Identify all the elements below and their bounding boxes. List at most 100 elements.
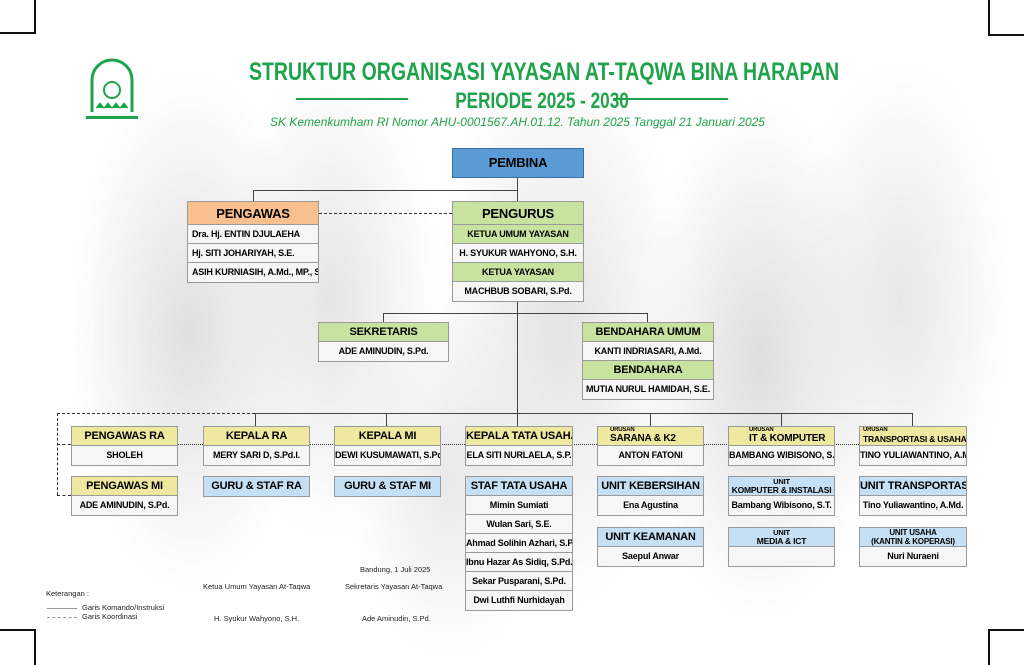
connector xyxy=(912,413,913,426)
connector xyxy=(255,413,913,414)
place-date: Bandung, 1 Juli 2025 xyxy=(360,565,431,574)
signatory-name: H. Syukur Wahyono, S.H. xyxy=(214,614,300,623)
person-name: Bambang Wibisono, S.T. xyxy=(731,500,832,510)
pengawas-box: PENGAWAS Dra. Hj. ENTIN DJULAEHA Hj. SIT… xyxy=(187,201,319,283)
person-name: ELA SITI NURLAELA, S.P. xyxy=(466,450,572,460)
person-name: ANTON FATONI xyxy=(618,450,683,460)
role-label: TRANSPORTASI & USAHA xyxy=(863,434,966,444)
corner-mark xyxy=(988,629,1024,665)
role-label: KETUA YAYASAN xyxy=(453,263,583,282)
connector xyxy=(255,413,256,426)
person-name: MACHBUB SOBARI, S.Pd. xyxy=(464,286,572,296)
staf-tata-usaha-box: STAF TATA USAHA Mimin Sumiati Wulan Sari… xyxy=(465,476,573,611)
person-name: Wulan Sari, S.E. xyxy=(466,515,572,534)
page-title: STRUKTUR ORGANISASI YAYASAN AT-TAQWA BIN… xyxy=(248,58,840,86)
pengurus-title: PENGURUS xyxy=(453,202,583,225)
legend-solid-line xyxy=(47,608,77,609)
signatory-title: Sekretaris Yayasan At-Taqwa xyxy=(345,582,443,591)
person-name: Sekar Pusparani, S.Pd. xyxy=(466,572,572,591)
person-name: Mimin Sumiati xyxy=(466,496,572,515)
title-rule xyxy=(296,98,408,100)
bendahara-box: BENDAHARA UMUM KANTI INDRIASARI, A.Md. B… xyxy=(582,322,714,400)
connector xyxy=(647,313,648,322)
sekretaris-box: SEKRETARIS ADE AMINUDIN, S.Pd. xyxy=(318,322,449,362)
role-prefix: UNIT xyxy=(773,528,790,537)
role-label: SEKRETARIS xyxy=(319,323,448,342)
person-name: Ibnu Hazar As Sidiq, S.Pd. xyxy=(466,553,572,572)
corner-mark xyxy=(988,0,1024,36)
foundation-logo xyxy=(86,58,138,119)
pengurus-box: PENGURUS KETUA UMUM YAYASAN H. SYUKUR WA… xyxy=(452,201,584,302)
person-name: Dwi Luthfi Nurhidayah xyxy=(473,595,565,605)
person-name: ADE AMINUDIN, S.Pd. xyxy=(338,346,429,356)
role-label: PENGAWAS MI xyxy=(72,477,177,496)
person-name: ADE AMINUDIN, S.Pd. xyxy=(79,500,170,510)
role-label: KEPALA MI xyxy=(335,427,440,446)
person-name: DEWI KUSUMAWATI, S.Pd. xyxy=(335,450,440,460)
person-name: TINO YULIAWANTINO, A.Md. xyxy=(860,450,966,460)
connector xyxy=(253,190,254,201)
empty-name xyxy=(729,547,834,566)
pembina-title: PEMBINA xyxy=(453,149,583,177)
role-prefix: URUSAN xyxy=(749,427,774,433)
person-name: H. SYUKUR WAHYONO, S.H. xyxy=(453,244,583,263)
connector xyxy=(517,177,518,201)
role-prefix: URUSAN xyxy=(610,427,635,433)
role-label: PENGAWAS RA xyxy=(72,427,177,446)
role-label: MEDIA & ICT xyxy=(756,536,807,546)
role-label: UNIT KEBERSIHAN xyxy=(598,477,703,496)
decree-text: SK Kemenkumham RI Nomor AHU-0001567.AH.0… xyxy=(270,115,765,129)
guru-staf-ra-box: GURU & STAF RA xyxy=(203,476,310,497)
coordination-line xyxy=(57,413,58,495)
role-label: GURU & STAF RA xyxy=(204,477,309,496)
unit-usaha-box: UNIT USAHA(KANTIN & KOPERASI) Nuri Nurae… xyxy=(859,527,967,567)
role-label: BENDAHARA xyxy=(583,361,713,380)
coordination-line xyxy=(319,213,452,214)
pengawas-member: Dra. Hj. ENTIN DJULAEHA xyxy=(188,225,318,244)
tata-usaha-box: KEPALA TATA USAHA ELA SITI NURLAELA, S.P… xyxy=(465,426,573,466)
person-name: MERY SARI D, S.Pd.I. xyxy=(212,450,300,460)
role-label: BENDAHARA UMUM xyxy=(583,323,713,342)
pengawas-member: ASIH KURNIASIH, A.Md., MP., S.E. xyxy=(192,267,318,277)
role-label: KEPALA TATA USAHA xyxy=(466,427,572,446)
pengawas-title: PENGAWAS xyxy=(188,202,318,225)
unit-kebersihan-box: UNIT KEBERSIHAN Ena Agustina xyxy=(597,476,704,516)
legend-solid-label: Garis Komando/Instruksi xyxy=(82,603,165,612)
role-label: IT & KOMPUTER xyxy=(749,433,826,444)
connector xyxy=(383,313,384,322)
role-prefix: UNIT xyxy=(773,477,790,486)
kepala-mi-box: KEPALA MI DEWI KUSUMAWATI, S.Pd. xyxy=(334,426,441,466)
corner-mark xyxy=(0,629,36,665)
guru-staf-mi-box: GURU & STAF MI xyxy=(334,476,441,497)
person-name: Ena Agustina xyxy=(623,500,678,510)
person-name: Tino Yuliawantino, A.Md. xyxy=(862,500,964,510)
person-name: MUTIA NURUL HAMIDAH, S.E. xyxy=(586,384,710,394)
person-name: Nuri Nuraeni xyxy=(887,551,939,561)
unit-transportasi-box: UNIT TRANSPORTASI Tino Yuliawantino, A.M… xyxy=(859,476,967,516)
coordination-line xyxy=(57,413,255,414)
coordination-line xyxy=(57,444,71,445)
role-label: STAF TATA USAHA xyxy=(466,477,572,496)
role-label: UNIT KEAMANAN xyxy=(598,528,703,547)
role-prefix: URUSAN xyxy=(863,427,888,433)
connector xyxy=(253,190,518,191)
role-label: UNIT TRANSPORTASI xyxy=(860,477,966,496)
pembina-box: PEMBINA xyxy=(452,148,584,178)
connector xyxy=(650,413,651,426)
corner-mark xyxy=(0,0,36,34)
person-name: BAMBANG WIBISONO, S.T. xyxy=(729,450,834,460)
pengawas-mi-box: PENGAWAS MI ADE AMINUDIN, S.Pd. xyxy=(71,476,178,516)
legend-dashed-line xyxy=(47,617,77,618)
connector xyxy=(781,413,782,426)
signatory-name: Ade Aminudin, S.Pd. xyxy=(362,614,431,623)
signatory-title: Ketua Umum Yayasan At-Taqwa xyxy=(203,582,311,591)
role-sublabel: (KANTIN & KOPERASI) xyxy=(871,537,955,546)
person-name: Ahmad Solihin Azhari, S.Pd. xyxy=(466,534,572,553)
role-label: SARANA & K2 xyxy=(610,433,676,444)
unit-keamanan-box: UNIT KEAMANAN Saepul Anwar xyxy=(597,527,704,567)
